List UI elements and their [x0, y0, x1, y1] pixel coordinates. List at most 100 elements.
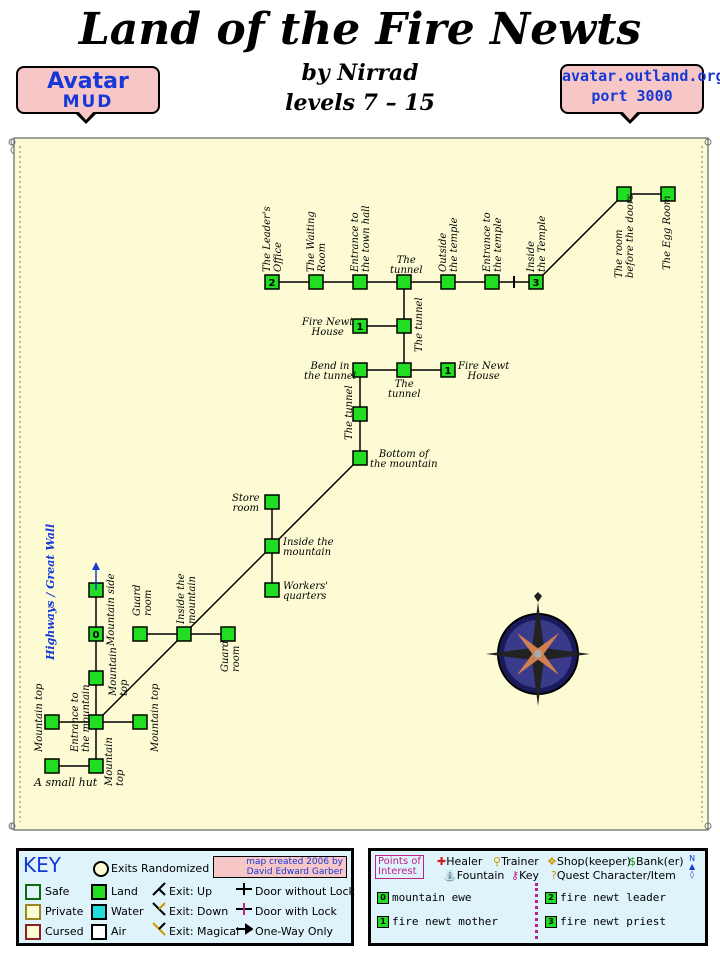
private-swatch	[25, 904, 41, 920]
room-guard1[interactable]	[132, 626, 148, 642]
key-private: Private	[45, 905, 84, 918]
room-entrance_mtn[interactable]	[88, 714, 104, 730]
compass-rose-icon	[486, 592, 590, 706]
badge-tail-left	[74, 110, 98, 124]
exit-up-icon	[152, 882, 166, 896]
room-box	[352, 450, 368, 466]
exit-down-icon	[152, 902, 166, 916]
room-inside1[interactable]	[176, 626, 192, 642]
room-inside_temple[interactable]: 3	[528, 274, 544, 290]
exit-magical-icon	[152, 922, 166, 936]
room-leader[interactable]: 2	[264, 274, 280, 290]
room-mtop_mid[interactable]	[88, 670, 104, 686]
key-door-lock: Door with Lock	[255, 905, 337, 918]
room-tunnel_c[interactable]	[396, 318, 412, 334]
room-mside[interactable]: 0	[88, 626, 104, 642]
room-bottom[interactable]	[352, 450, 368, 466]
badge-tail-right	[618, 110, 642, 124]
poi-quest: ?Quest Character/Item	[551, 869, 676, 882]
room-box	[352, 362, 368, 378]
fountain-icon: ⛲	[443, 869, 457, 882]
room-guard2[interactable]	[220, 626, 236, 642]
map-rooms: 0 1 1 2 3	[44, 186, 676, 774]
room-box	[616, 186, 632, 202]
author-line: by Nirrad	[301, 60, 419, 86]
one-way-icon	[236, 923, 253, 935]
room-mtop_right[interactable]	[132, 714, 148, 730]
key-exit-up: Exit: Up	[169, 885, 213, 898]
room-box	[528, 274, 544, 290]
room-hut[interactable]	[44, 758, 60, 774]
label-workers-quarters: Workers'quarters	[283, 581, 329, 602]
room-box	[88, 670, 104, 686]
shop-icon: ❖	[547, 855, 557, 868]
room-fnh_right[interactable]: 1	[440, 362, 456, 378]
levels-line: levels 7 – 15	[285, 90, 435, 116]
room-box	[264, 582, 280, 598]
water-swatch	[91, 904, 107, 920]
label-tunnel-c: The tunnel	[414, 297, 425, 352]
room-box	[44, 758, 60, 774]
room-bend[interactable]	[352, 362, 368, 378]
key-exit-magical: Exit: Magical	[169, 925, 240, 938]
room-number: 1	[357, 322, 364, 333]
room-box	[264, 494, 280, 510]
key-air: Air	[111, 925, 127, 938]
room-egg[interactable]	[660, 186, 676, 202]
room-inside2[interactable]	[264, 538, 280, 554]
room-before_doors[interactable]	[616, 186, 632, 202]
trainer-icon: ⚲	[493, 855, 502, 868]
room-tunnel_v[interactable]	[352, 406, 368, 422]
server-badge: avatar.outland.org port 3000	[560, 64, 720, 114]
key-title: KEY	[23, 853, 61, 877]
poi-fountain: ⛲Fountain	[443, 869, 505, 882]
bank-icon: $	[629, 855, 636, 868]
link-inside2-bottom	[271, 457, 361, 547]
room-town_hall[interactable]	[352, 274, 368, 290]
room-fnh_left[interactable]: 1	[352, 318, 368, 334]
room-box	[132, 626, 148, 642]
key-cursed: Cursed	[45, 925, 84, 938]
room-tunnel_b[interactable]	[396, 362, 412, 378]
label-mountain-side: Mountain side	[106, 573, 117, 646]
label-egg-room: The Egg Room	[662, 195, 673, 270]
map-canvas: 0 1 1 2 3	[8, 137, 712, 831]
room-number: 2	[269, 278, 276, 289]
door-lock-icon	[236, 903, 252, 915]
exits-randomized-icon	[93, 861, 109, 877]
safe-swatch	[25, 884, 41, 900]
key-one-way: One-Way Only	[255, 925, 334, 938]
room-box	[176, 626, 192, 642]
room-box	[440, 274, 456, 290]
room-box	[352, 274, 368, 290]
link-inside1-inside2	[183, 545, 273, 635]
highway-label: Highways / Great Wall	[44, 523, 57, 660]
room-workers[interactable]	[264, 582, 280, 598]
room-tunnel_top[interactable]	[396, 274, 412, 290]
room-outside_temple[interactable]	[440, 274, 456, 290]
room-box	[396, 318, 412, 334]
room-waiting[interactable]	[308, 274, 324, 290]
key-icon: ⚷	[511, 869, 520, 882]
quest-icon: ?	[551, 869, 557, 882]
room-mtop_left[interactable]	[44, 714, 60, 730]
room-mtop_bottom[interactable]	[88, 758, 104, 774]
key-exit-down: Exit: Down	[169, 905, 229, 918]
mud-name: Avatar	[47, 69, 129, 94]
room-ent_temple[interactable]	[484, 274, 500, 290]
server-port: port 3000	[591, 87, 673, 105]
room-store[interactable]	[264, 494, 280, 510]
poi-shop: ❖Shop(keeper)	[547, 855, 631, 868]
room-number: 1	[445, 366, 452, 377]
